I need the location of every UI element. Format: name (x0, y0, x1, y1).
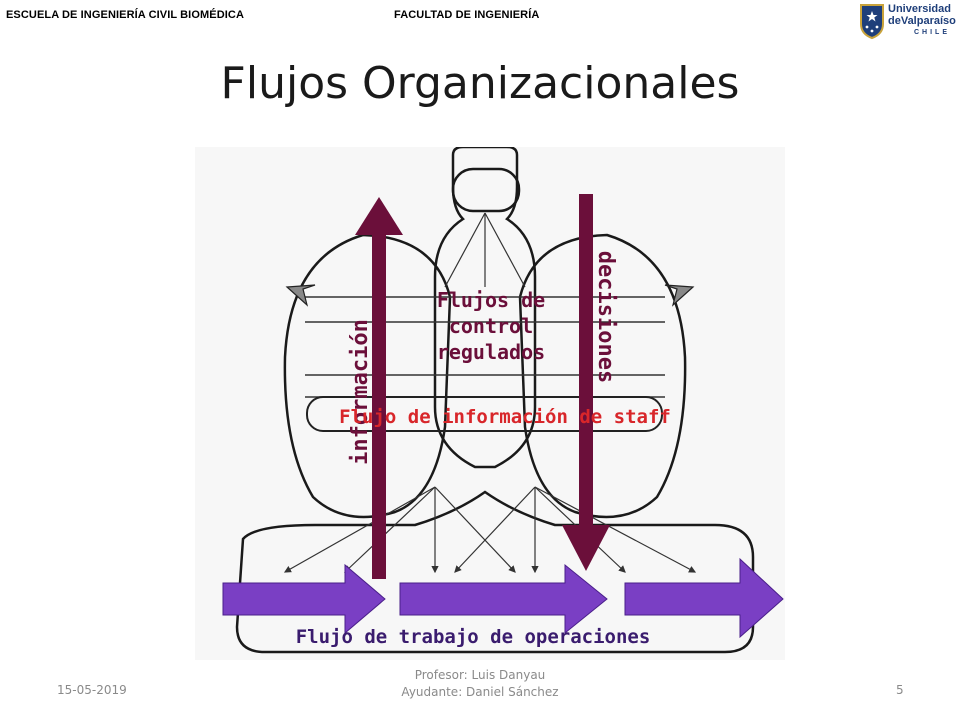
operations-arrow-1 (222, 563, 386, 635)
footer-assistant: Ayudante: Daniel Sánchez (401, 685, 559, 699)
right-input-arrow (664, 284, 695, 307)
organizational-flows-diagram: información decisiones Flujos de control… (195, 147, 785, 660)
slide-title: Flujos Organizacionales (220, 58, 740, 109)
strategic-apex-outline (433, 147, 537, 469)
footer-credits: Profesor: Luis Danyau Ayudante: Daniel S… (330, 667, 630, 701)
external-input-arrows (285, 284, 695, 307)
operating-core-outline (235, 490, 755, 654)
shield-crest-icon (860, 4, 884, 40)
page-number: 5 (896, 683, 904, 697)
control-label-line1: Flujos de (437, 288, 545, 312)
operations-arrow-2 (399, 563, 608, 635)
staff-label: Flujo de información de staff (339, 406, 671, 428)
university-logo: Universidad deValparaíso CHILE (858, 2, 958, 40)
footer-professor: Profesor: Luis Danyau (414, 668, 546, 682)
decisions-arrow (562, 194, 610, 571)
information-label: información (348, 319, 373, 465)
school-name: ESCUELA DE INGENIERÍA CIVIL BIOMÉDICA (6, 9, 244, 21)
operations-label: Flujo de trabajo de operaciones (296, 626, 651, 648)
control-label-line3: regulados (437, 340, 545, 364)
decisions-label: decisiones (593, 251, 618, 383)
apex-inner-ellipse (451, 167, 521, 213)
left-input-arrow (285, 284, 316, 307)
apex-fan-lines (444, 212, 526, 288)
logo-line3: CHILE (914, 29, 950, 36)
information-arrow (355, 197, 403, 579)
staff-band-outline (306, 396, 663, 432)
control-label-line2: control (449, 314, 533, 338)
logo-line1: Universidad (888, 3, 951, 15)
faculty-name: FACULTAD DE INGENIERÍA (394, 9, 540, 21)
operations-arrows (222, 557, 784, 639)
diagram-background (195, 147, 785, 660)
operations-arrow-3 (624, 557, 784, 639)
footer-date: 15-05-2019 (57, 683, 127, 697)
logo-line2: deValparaíso (888, 15, 956, 27)
